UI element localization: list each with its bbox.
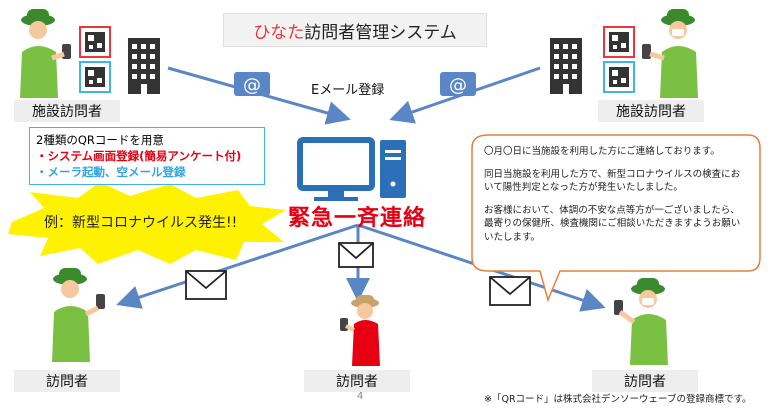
visitor-label-center: 訪問者	[304, 370, 410, 392]
building-icon-right	[550, 38, 582, 94]
notice-paragraph-1: 〇月〇日に当施設を利用した方にご連絡しております。	[484, 146, 720, 157]
qr-info-line-3: ・メーラ起動、空メール登録	[36, 165, 186, 179]
qr-info-box: 2種類のQRコードを用意 ・システム画面登録(簡易アンケート付) ・メーラ起動、…	[29, 127, 265, 185]
facility-visitor-label-right: 施設訪問者	[598, 100, 704, 122]
system-title: ひなた訪問者管理システム	[223, 13, 487, 47]
qr-code-icon-left-red	[79, 26, 111, 58]
envelope-icon-center	[338, 242, 374, 268]
page-number: 4	[357, 391, 364, 402]
visitor-figure-right	[614, 278, 668, 365]
email-registration-label: Eメール登録	[311, 83, 385, 98]
qr-info-line-2: ・システム画面登録(簡易アンケート付)	[36, 149, 242, 163]
qr-code-icon-right-red	[603, 26, 635, 58]
visitor-label-right: 訪問者	[592, 370, 698, 392]
at-mail-icon-left: @	[234, 72, 270, 96]
computer-icon	[297, 137, 406, 201]
qr-code-icon-right-blue	[603, 61, 635, 93]
emergency-label: 緊急一斉連絡	[288, 206, 427, 231]
envelope-icon-left	[185, 270, 227, 300]
facility-visitor-figure-right	[642, 9, 698, 98]
example-label: 例：新型コロナウイルス発生!!	[44, 215, 238, 231]
facility-visitor-figure-left	[20, 9, 71, 98]
visitor-label-left: 訪問者	[14, 370, 120, 392]
facility-visitor-label-left: 施設訪問者	[14, 100, 120, 122]
notice-message: 〇月〇日に当施設を利用した方にご連絡しております。 同日当施設を利用した方で、新…	[472, 135, 759, 271]
qr-info-line-1: 2種類のQRコードを用意	[36, 133, 164, 147]
arrow-to-visitor-left	[116, 223, 359, 309]
svg-text:@: @	[243, 75, 261, 96]
notice-paragraph-2: 同日当施設を利用した方で、新型コロナウイルスの検査において陽性判定となった方が発…	[484, 168, 741, 194]
visitor-figure-left	[52, 268, 105, 362]
svg-text:@: @	[449, 75, 467, 96]
building-icon-left	[128, 38, 160, 94]
notice-paragraph-3: お客様において、体調の不安な点等方が一ございましたら、最寄りの保健所、検査機関に…	[484, 204, 741, 243]
trademark-footnote: ※「QRコード」は株式会社デンソーウェーブの登録商標です。	[484, 394, 752, 405]
system-title-prefix: ひなた	[253, 22, 305, 43]
visitor-figure-center	[340, 295, 380, 366]
qr-code-icon-left-blue	[79, 61, 111, 93]
envelope-icon-right	[489, 276, 531, 306]
speech-bubble	[471, 134, 761, 303]
starburst-shape	[8, 182, 286, 264]
at-mail-icon-right: @	[440, 72, 476, 96]
system-title-rest: 訪問者管理システム	[304, 22, 457, 43]
